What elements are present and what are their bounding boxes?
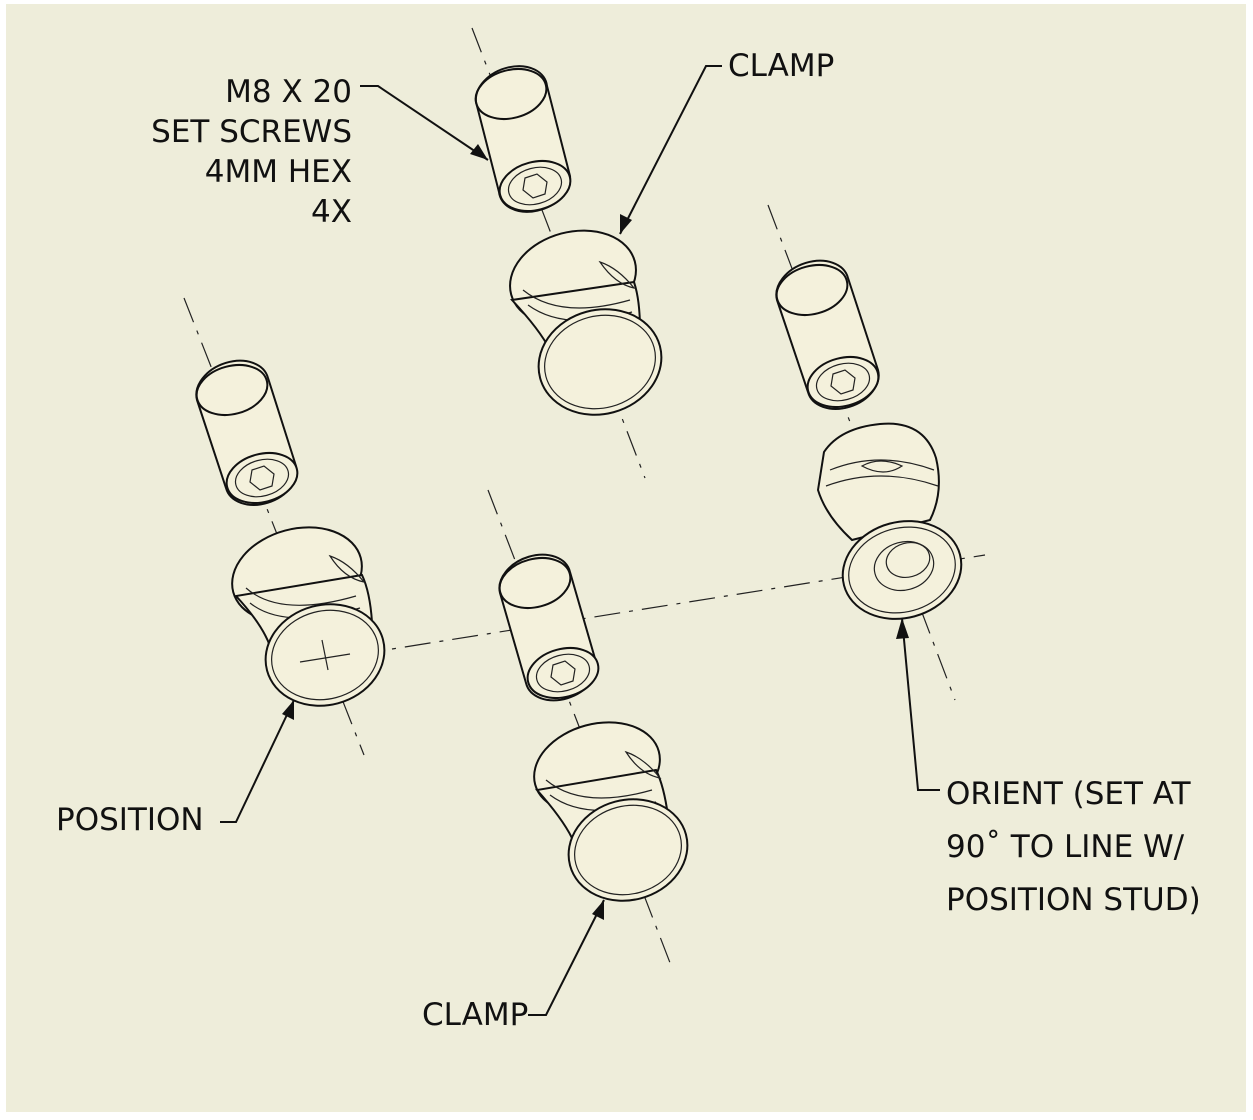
set-screw-top <box>474 65 572 213</box>
position-label: POSITION <box>56 802 204 838</box>
exploded-view-drawing <box>183 27 986 1016</box>
set-screw-left <box>195 359 299 506</box>
clamp-stud-top <box>509 229 663 416</box>
screws-line-2: SET SCREWS <box>151 114 352 150</box>
orient-line-1: ORIENT (SET AT <box>946 776 1191 812</box>
leader-screws <box>360 85 489 161</box>
screws-line-4: 4X <box>311 194 352 230</box>
orient-callout: ORIENT (SET AT 90˚ TO LINE W/ POSITION S… <box>946 768 1201 927</box>
leader-orient <box>896 617 940 791</box>
position-stud <box>231 526 386 707</box>
drawing-sheet: M8 X 20 SET SCREWS 4MM HEX 4X CLAMP POSI… <box>6 4 1246 1112</box>
clamp-top-label: CLAMP <box>728 48 835 84</box>
leader-position <box>220 699 295 823</box>
clamp-stud-bottom <box>533 721 689 902</box>
screws-line-1: M8 X 20 <box>225 74 352 110</box>
set-screw-bottom <box>498 553 600 702</box>
leader-clamp-bottom <box>528 899 605 1016</box>
set-screw-right <box>775 259 880 410</box>
screws-line-3: 4MM HEX <box>204 154 352 190</box>
orient-line-3: POSITION STUD) <box>946 882 1201 918</box>
leader-clamp-top <box>619 65 722 235</box>
orient-stud <box>816 422 963 620</box>
screws-callout: M8 X 20 SET SCREWS 4MM HEX 4X <box>126 72 352 232</box>
centerline-position-orient <box>309 554 986 663</box>
orient-line-2: 90˚ TO LINE W/ <box>946 829 1185 865</box>
clamp-bottom-label: CLAMP <box>422 997 529 1033</box>
